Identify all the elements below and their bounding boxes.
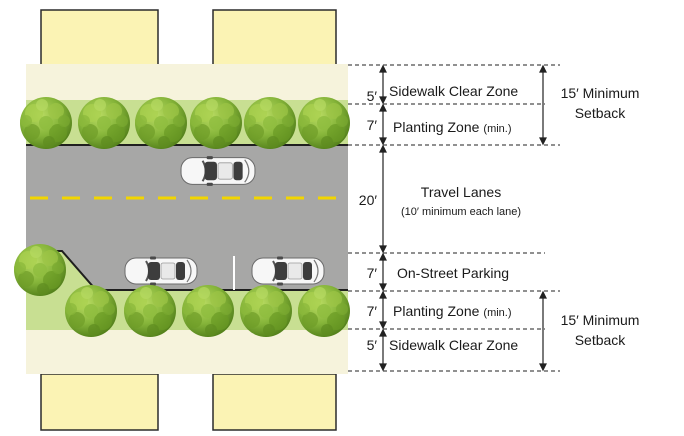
parking-dimension: 7′ <box>367 265 378 281</box>
travel-lanes-dimension: 20′ <box>359 192 378 208</box>
parking-label: On-Street Parking <box>397 265 509 281</box>
bottom-sidewalk-dimension: 5′ <box>367 337 378 353</box>
setback-dimension-arrows <box>539 64 547 372</box>
tree-icon <box>78 97 130 149</box>
tree-icon <box>135 97 187 149</box>
car-icon <box>180 155 256 187</box>
zone-dimension-arrows <box>379 64 387 372</box>
top-planting-dimension: 7′ <box>367 117 378 133</box>
top-setback-area <box>26 64 348 100</box>
tree-icon <box>190 97 242 149</box>
building-bottom-left <box>40 373 159 431</box>
travel-lanes-sublabel: (10′ minimum each lane) <box>401 206 521 218</box>
travel-lanes-label: Travel Lanes <box>421 184 501 200</box>
car-icon <box>123 256 199 286</box>
bottom-planting-label: Planting Zone(min.) <box>393 303 512 319</box>
tree-icon <box>65 285 117 337</box>
tree-icon <box>298 97 350 149</box>
top-setback-line2: Setback <box>575 105 627 121</box>
car-icon <box>250 256 326 286</box>
tree-icon <box>182 285 234 337</box>
bottom-setback-line1: 15′ Minimum <box>561 312 640 328</box>
tree-icon <box>240 285 292 337</box>
top-sidewalk-label: Sidewalk Clear Zone <box>389 83 518 99</box>
road-surface <box>26 145 348 290</box>
top-planting-label: Planting Zone(min.) <box>393 119 512 135</box>
tree-icon <box>20 97 72 149</box>
tree-icon <box>298 285 350 337</box>
bottom-planting-dimension: 7′ <box>367 303 378 319</box>
top-sidewalk-dimension: 5′ <box>367 88 378 104</box>
top-setback-line1: 15′ Minimum <box>561 85 640 101</box>
building-top-left <box>40 9 159 67</box>
tree-icon <box>244 97 296 149</box>
tree-icon <box>124 285 176 337</box>
bottom-setback-area <box>26 330 348 374</box>
building-bottom-right <box>212 373 337 431</box>
dimension-extension-lines <box>348 64 560 372</box>
bottom-setback-line2: Setback <box>575 332 627 348</box>
tree-icon <box>14 244 66 296</box>
building-top-right <box>212 9 337 67</box>
bottom-sidewalk-label: Sidewalk Clear Zone <box>389 337 518 353</box>
